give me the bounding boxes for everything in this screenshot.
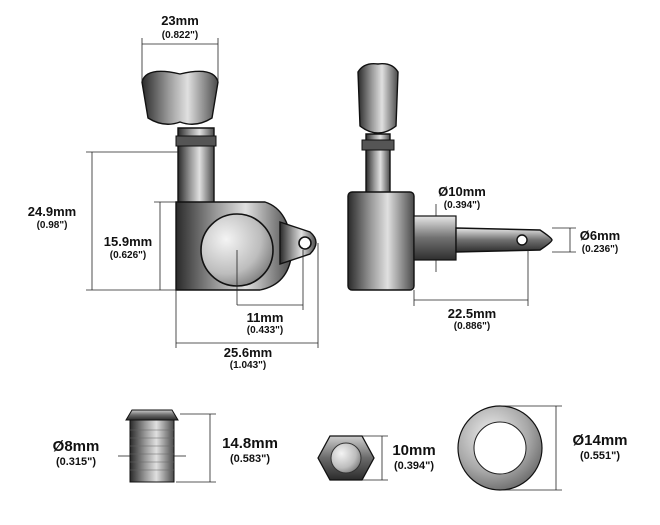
button-side	[357, 62, 399, 134]
string-post	[455, 227, 553, 253]
hex-nut-part: 10mm (0.394")	[317, 435, 436, 481]
label-post-dia-in: (0.236")	[582, 244, 618, 255]
label-sleeve-dia-in: (0.315")	[56, 456, 96, 468]
label-total-width: 25.6mm	[224, 345, 272, 360]
label-body-height-in: (0.626")	[110, 250, 146, 261]
label-button-width-in: (0.822")	[162, 30, 198, 41]
label-post-offset: 11mm	[247, 310, 284, 325]
label-washer-dia: Ø14mm	[572, 432, 627, 449]
mounting-ear	[279, 221, 317, 265]
shaft-collar	[175, 135, 217, 147]
label-bushing-dia-in: (0.394")	[444, 200, 480, 211]
washer-hole	[473, 421, 527, 475]
label-total-height-in: (0.98")	[37, 220, 68, 231]
label-nut-width-in: (0.394")	[394, 460, 434, 472]
label-post-length: 22.5mm	[448, 306, 496, 321]
tuner-button	[141, 70, 219, 125]
screw-hole	[298, 236, 312, 250]
label-body-height: 15.9mm	[104, 234, 152, 249]
housing-side	[347, 191, 415, 291]
label-sleeve-dia: Ø8mm	[53, 438, 100, 455]
sleeve-body	[129, 419, 175, 483]
label-post-offset-in: (0.433")	[247, 325, 283, 336]
label-total-height: 24.9mm	[28, 204, 76, 219]
label-post-dia: Ø6mm	[580, 228, 620, 243]
label-post-length-in: (0.886")	[454, 321, 490, 332]
front-view: 23mm (0.822") 24.9mm (0.98") 15.9mm (0.6…	[28, 13, 319, 371]
label-nut-width: 10mm	[392, 442, 435, 459]
washer-part: Ø14mm (0.551")	[457, 405, 628, 491]
label-total-width-in: (1.043")	[230, 360, 266, 371]
sleeve-cap	[125, 409, 179, 421]
bushing-side	[413, 215, 457, 261]
label-sleeve-height-in: (0.583")	[230, 453, 270, 465]
label-bushing-dia: Ø10mm	[438, 184, 486, 199]
label-button-width: 23mm	[161, 13, 199, 28]
side-view: Ø10mm (0.394") Ø6mm (0.236") 22.5mm (0.8…	[347, 62, 620, 332]
label-washer-dia-in: (0.551")	[580, 450, 620, 462]
label-sleeve-height: 14.8mm	[222, 435, 278, 452]
sleeve-part: Ø8mm (0.315") 14.8mm (0.583")	[53, 409, 278, 483]
